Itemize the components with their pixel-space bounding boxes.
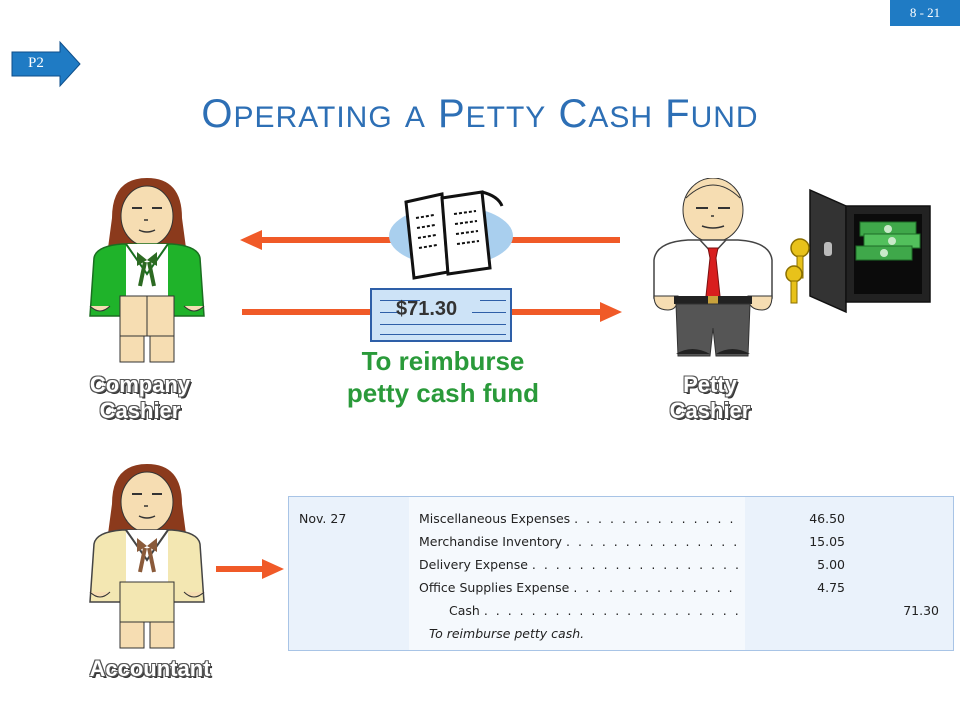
credit-amount: 71.30 <box>903 603 939 618</box>
check-amount: $71.30 <box>396 298 458 320</box>
table-row: Merchandise Inventory . . . . . . . . . … <box>419 534 845 549</box>
keys-icon <box>785 238 810 304</box>
accountant-label: Accountant <box>89 656 211 681</box>
table-row: Cash . . . . . . . . . . . . . . . . . .… <box>449 603 939 618</box>
account-column <box>409 497 745 650</box>
debit-amount: 46.50 <box>809 511 845 526</box>
check-71-30: $71.30 <box>370 288 512 342</box>
safe-icon <box>785 188 931 314</box>
debit-amount: 15.05 <box>809 534 845 549</box>
table-row: Delivery Expense . . . . . . . . . . . .… <box>419 557 845 572</box>
company-cashier-figure <box>89 178 205 363</box>
table-row: Office Supplies Expense . . . . . . . . … <box>419 580 845 595</box>
reimburse-note: To reimburse petty cash fund <box>346 346 540 408</box>
p2-label: P2 <box>28 55 44 71</box>
cash-stack-icon <box>855 221 921 261</box>
journal-entry-table: Nov. 27 Miscellaneous Expenses . . . . .… <box>288 496 954 651</box>
slide-number: 8 - 21 <box>890 0 960 26</box>
page-title: OPERATING A PETTY CASH FUND <box>201 92 759 136</box>
petty-cashier-figure <box>653 178 773 357</box>
accountant-figure <box>89 464 205 649</box>
receipts-icon <box>389 190 513 280</box>
p2-tag: P2 <box>10 40 82 88</box>
table-row: To reimburse petty cash. <box>289 622 953 644</box>
arrow-tag-icon <box>11 40 81 88</box>
company-cashier-label: Company Cashier <box>89 372 191 423</box>
table-row: Nov. 27 Miscellaneous Expenses . . . . .… <box>299 511 845 526</box>
debit-amount: 5.00 <box>817 557 845 572</box>
petty-cashier-label: Petty Cashier <box>669 372 751 423</box>
accountant-arrow <box>216 559 284 579</box>
entry-date: Nov. 27 <box>299 511 347 526</box>
entry-explanation: To reimburse petty cash. <box>429 626 585 641</box>
debit-amount: 4.75 <box>817 580 845 595</box>
